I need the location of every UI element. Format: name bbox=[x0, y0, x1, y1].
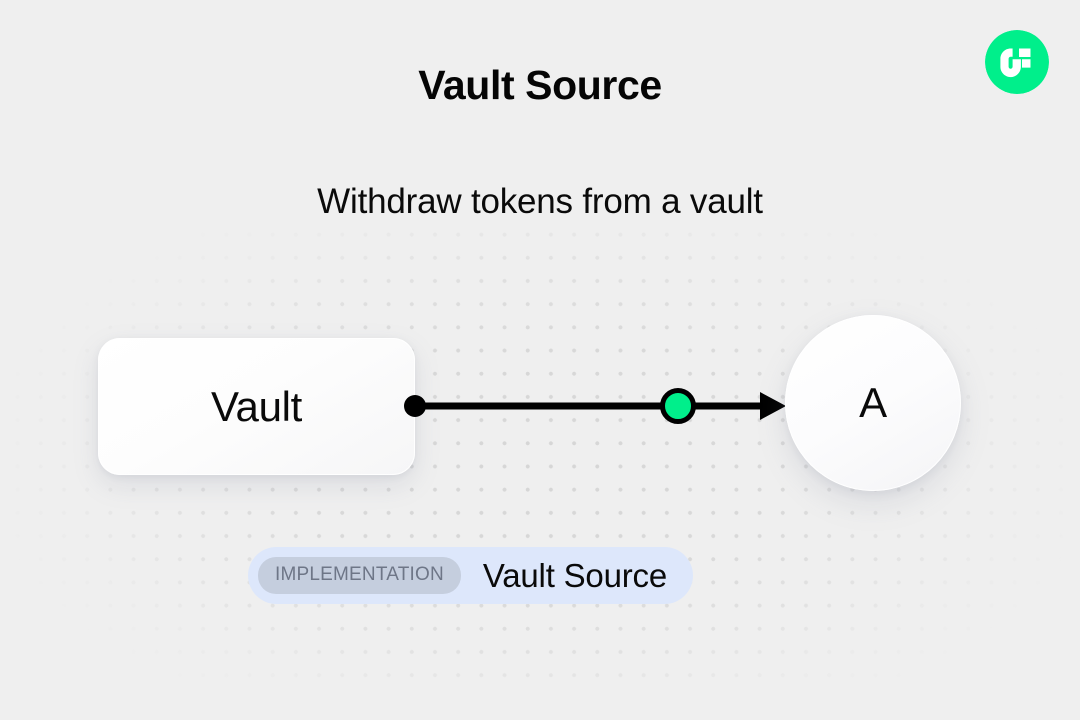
node-vault[interactable]: Vault bbox=[98, 338, 415, 475]
node-vault-label: Vault bbox=[210, 382, 303, 430]
edge-source-handle bbox=[404, 395, 426, 417]
node-a[interactable]: A bbox=[785, 315, 961, 491]
page-subtitle: Withdraw tokens from a vault bbox=[317, 182, 763, 221]
implementation-badge: IMPLEMENTATION Vault Source bbox=[248, 547, 693, 604]
page-title: Vault Source bbox=[418, 62, 662, 108]
edge-midpoint-handle bbox=[660, 388, 696, 424]
implementation-tag-label: IMPLEMENTATION bbox=[258, 557, 461, 594]
implementation-name: Vault Source bbox=[482, 556, 667, 594]
flow-logo-icon bbox=[985, 30, 1049, 94]
node-a-label: A bbox=[859, 379, 887, 426]
